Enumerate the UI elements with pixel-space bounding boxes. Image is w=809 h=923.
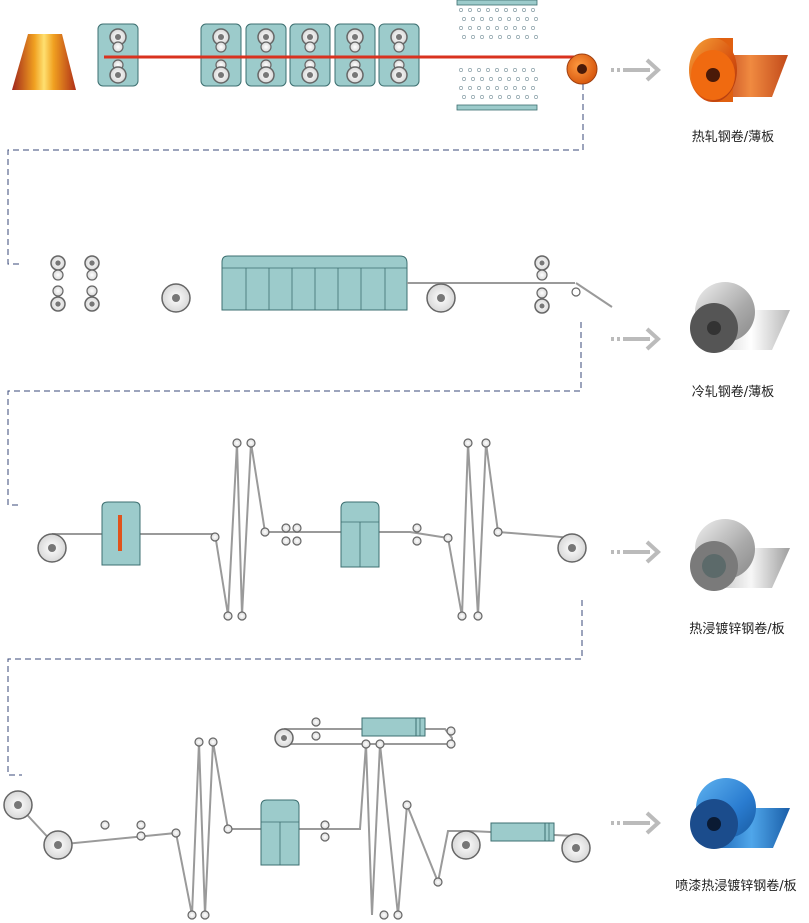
small-roller bbox=[100, 820, 110, 830]
small-roller bbox=[208, 737, 218, 747]
galvanizing-line bbox=[37, 438, 587, 621]
product-label-galvanized: 热浸镀锌钢卷/板 bbox=[689, 622, 785, 637]
product-label-hot-rolled: 热轧钢卷/薄板 bbox=[691, 130, 775, 145]
small-roller bbox=[446, 739, 456, 749]
small-roller bbox=[311, 717, 321, 727]
roller bbox=[304, 41, 316, 53]
output-arrow-icon bbox=[611, 327, 661, 351]
small-roller bbox=[481, 438, 491, 448]
output-arrow-icon bbox=[611, 540, 661, 564]
rolling-stand bbox=[200, 23, 242, 87]
roller bbox=[212, 28, 230, 46]
small-roller bbox=[493, 527, 503, 537]
roller bbox=[86, 285, 98, 297]
small-roller bbox=[457, 611, 467, 621]
roller bbox=[50, 255, 66, 271]
small-roller bbox=[433, 877, 443, 887]
skin-pass-stand bbox=[534, 255, 550, 314]
small-roller bbox=[463, 438, 473, 448]
roller bbox=[260, 41, 272, 53]
small-roller bbox=[412, 523, 422, 533]
roller bbox=[212, 66, 230, 84]
roller bbox=[52, 285, 64, 297]
galvanizing-strip-path bbox=[52, 442, 574, 617]
roller bbox=[84, 296, 100, 312]
small-roller bbox=[393, 910, 403, 920]
small-roller bbox=[136, 820, 146, 830]
small-roller bbox=[187, 910, 197, 920]
flow-connectors bbox=[7, 84, 584, 776]
top-coater bbox=[361, 717, 426, 737]
roller bbox=[50, 296, 66, 312]
small-roller bbox=[232, 438, 242, 448]
rolling-stand bbox=[245, 23, 287, 87]
output-arrow-icon bbox=[611, 811, 661, 835]
product-galvanized-coil-icon bbox=[690, 519, 790, 591]
small-roller bbox=[281, 536, 291, 546]
small-roller bbox=[375, 739, 385, 749]
roller bbox=[52, 269, 64, 281]
small-roller bbox=[171, 828, 181, 838]
small-roller bbox=[223, 611, 233, 621]
roller bbox=[215, 41, 227, 53]
small-roller bbox=[210, 532, 220, 542]
roller bbox=[349, 41, 361, 53]
output-arrow-icon bbox=[611, 58, 661, 82]
cold-rolling-line bbox=[42, 255, 613, 314]
hot-rolling-line bbox=[12, 0, 598, 111]
small-roller bbox=[402, 800, 412, 810]
small-roller bbox=[292, 536, 302, 546]
roller bbox=[257, 66, 275, 84]
roller bbox=[257, 28, 275, 46]
hot-slab-icon bbox=[12, 34, 76, 90]
small-roller bbox=[311, 731, 321, 741]
small-roller bbox=[473, 611, 483, 621]
small-roller bbox=[446, 726, 456, 736]
small-roller bbox=[412, 536, 422, 546]
small-roller bbox=[260, 527, 270, 537]
small-roller bbox=[281, 523, 291, 533]
rolling-stand bbox=[289, 23, 331, 87]
small-roller bbox=[320, 820, 330, 830]
product-hot-coil-icon bbox=[689, 38, 788, 102]
cold-strip-exit bbox=[575, 282, 613, 308]
roller bbox=[109, 28, 127, 46]
rolling-stands bbox=[97, 23, 420, 87]
coating-strip-path bbox=[17, 741, 576, 916]
small-roller bbox=[361, 739, 371, 749]
product-label-painted-galvanized: 喷漆热浸镀锌钢卷/板 bbox=[675, 879, 797, 894]
roller bbox=[393, 41, 405, 53]
small-roller bbox=[320, 832, 330, 842]
output-arrows bbox=[611, 58, 661, 835]
roller bbox=[301, 66, 319, 84]
roller bbox=[301, 28, 319, 46]
rolling-stand bbox=[378, 23, 420, 87]
small-roller bbox=[443, 533, 453, 543]
small-roller bbox=[292, 523, 302, 533]
small-roller bbox=[237, 611, 247, 621]
pickling-tank bbox=[221, 255, 408, 311]
small-roller bbox=[223, 824, 233, 834]
product-painted-coil-icon bbox=[690, 778, 790, 849]
product-label-cold-rolled: 冷轧钢卷/薄板 bbox=[691, 385, 775, 400]
small-roller bbox=[136, 831, 146, 841]
product-cold-coil-icon bbox=[690, 282, 790, 353]
roller bbox=[109, 66, 127, 84]
small-roller bbox=[379, 910, 389, 920]
final-coater bbox=[490, 822, 555, 842]
roller bbox=[86, 269, 98, 281]
coating-line bbox=[3, 717, 591, 920]
small-roller bbox=[246, 438, 256, 448]
small-roller bbox=[200, 910, 210, 920]
roller bbox=[84, 255, 100, 271]
roller bbox=[346, 66, 364, 84]
cooling-section bbox=[456, 0, 538, 111]
rolling-stand bbox=[334, 23, 376, 87]
roller bbox=[112, 41, 124, 53]
rolling-stand bbox=[97, 23, 139, 87]
roller bbox=[390, 66, 408, 84]
small-roller bbox=[194, 737, 204, 747]
